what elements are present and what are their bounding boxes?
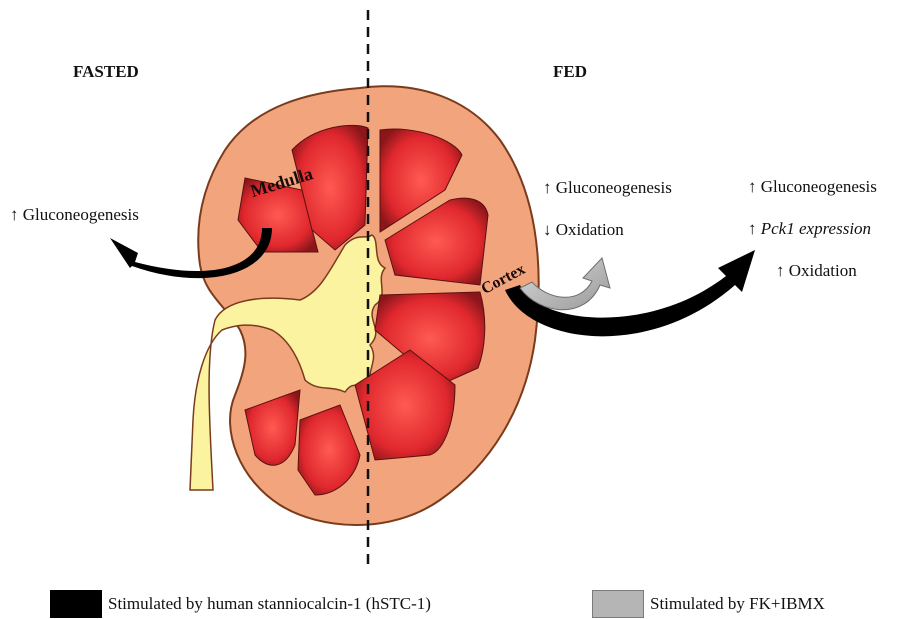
hstc-pck1-arrow: ↑ [748, 219, 761, 238]
legend-label-fk: Stimulated by FK+IBMX [650, 594, 825, 614]
hstc-oxidation: ↑ Oxidation [776, 261, 857, 281]
hstc-pck1-text: Pck1 expression [761, 219, 871, 238]
hstc-gluconeogenesis: ↑ Gluconeogenesis [748, 177, 877, 197]
fed-header: FED [553, 62, 587, 82]
legend-label-hstc: Stimulated by human stanniocalcin-1 (hST… [108, 594, 431, 614]
fk-gluconeogenesis: ↑ Gluconeogenesis [543, 178, 672, 198]
fasted-gluconeogenesis: ↑ Gluconeogenesis [10, 205, 139, 225]
legend-swatch-hstc [50, 590, 102, 618]
legend-swatch-fk [592, 590, 644, 618]
fasted-header: FASTED [73, 62, 139, 82]
hstc-pck1-expression: ↑ Pck1 expression [748, 219, 871, 239]
fk-oxidation: ↓ Oxidation [543, 220, 624, 240]
